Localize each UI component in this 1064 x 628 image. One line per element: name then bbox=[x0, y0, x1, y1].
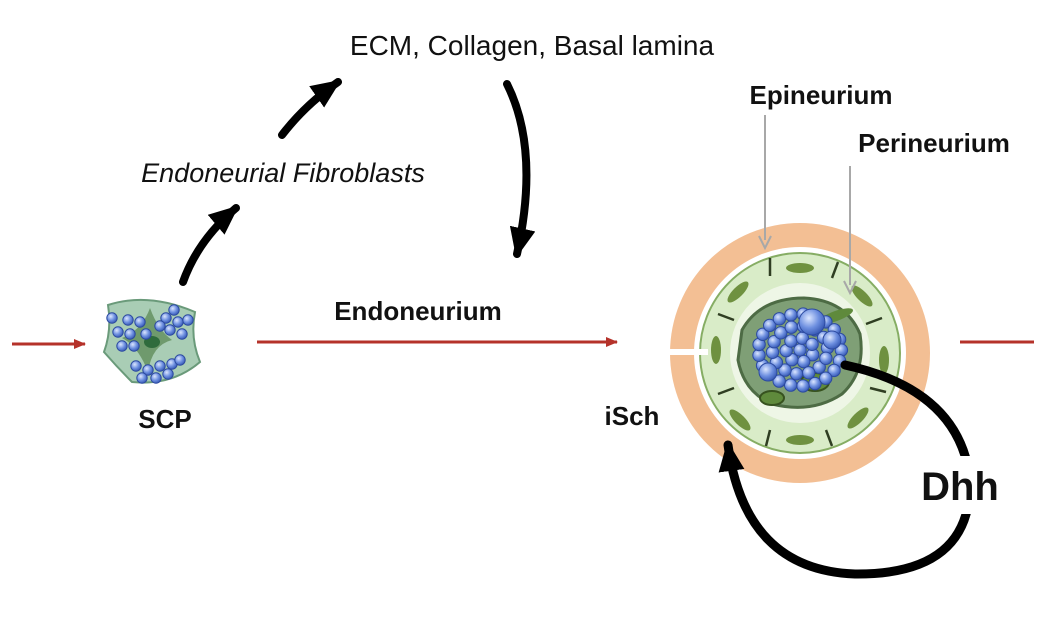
axon-dot bbox=[122, 314, 134, 326]
axon-dot bbox=[162, 368, 174, 380]
axon-dot bbox=[784, 334, 798, 348]
axon-dot bbox=[778, 363, 792, 377]
axon-dot bbox=[772, 374, 786, 388]
axon-dot bbox=[784, 320, 798, 334]
axon-dot bbox=[819, 371, 833, 385]
axon-dot bbox=[784, 378, 798, 392]
axon-dot bbox=[130, 360, 142, 372]
axon-dot bbox=[168, 304, 180, 316]
axon-dot bbox=[756, 327, 770, 341]
axon-dot bbox=[142, 364, 154, 376]
scp-label: SCP bbox=[138, 404, 191, 434]
ecm-to-endoneurium-arrow bbox=[503, 80, 536, 258]
axon-dot bbox=[136, 372, 148, 384]
axon-dot bbox=[758, 362, 778, 382]
axon-dot bbox=[116, 340, 128, 352]
axon-dot bbox=[140, 328, 152, 340]
axon-dot bbox=[176, 328, 188, 340]
endoneurium-label: Endoneurium bbox=[334, 296, 502, 326]
axon-dot bbox=[172, 316, 184, 328]
axon-dot bbox=[154, 320, 166, 332]
axon-dot bbox=[134, 316, 146, 328]
axon-dot bbox=[174, 354, 186, 366]
axon-dot bbox=[819, 351, 833, 365]
axon-dot bbox=[106, 312, 118, 324]
axon-dot bbox=[124, 328, 136, 340]
axon-dot bbox=[772, 312, 787, 326]
axon-dot bbox=[160, 312, 172, 324]
axon-bundle bbox=[752, 307, 849, 393]
dhh-feedback-arrow bbox=[718, 360, 975, 579]
axon-dot bbox=[150, 372, 162, 384]
scp-cell-cluster bbox=[102, 298, 202, 384]
axon-dot bbox=[774, 326, 788, 340]
axon-dot bbox=[763, 318, 777, 333]
ecm-label: ECM, Collagen, Basal lamina bbox=[350, 30, 715, 61]
fibroblasts-label: Endoneurial Fibroblasts bbox=[141, 158, 425, 188]
axon-dot bbox=[805, 337, 819, 351]
axon-dot bbox=[112, 326, 124, 338]
axon-dot bbox=[767, 335, 781, 349]
epineurium-label: Epineurium bbox=[749, 80, 892, 110]
axon-dot bbox=[822, 330, 842, 350]
dhh-label: Dhh bbox=[921, 465, 999, 509]
axon-dot bbox=[827, 363, 841, 378]
nerve-cross-section bbox=[668, 223, 930, 483]
axon-dot bbox=[164, 324, 176, 336]
axon-dot bbox=[796, 379, 810, 393]
leader-lines bbox=[758, 115, 857, 296]
axon-dot bbox=[802, 366, 816, 380]
axon-dot bbox=[182, 314, 194, 326]
axon-dot bbox=[789, 367, 804, 381]
fibroblast-arrows bbox=[179, 78, 342, 286]
lineage-arrows bbox=[12, 337, 1034, 349]
axon-dot bbox=[128, 340, 140, 352]
axon-dot bbox=[797, 354, 811, 369]
perineurium-label: Perineurium bbox=[858, 128, 1010, 158]
axon-dot bbox=[798, 308, 826, 336]
perineurial-cells bbox=[711, 258, 889, 447]
axon-dot bbox=[812, 360, 826, 374]
axon-dot bbox=[784, 308, 798, 322]
axon-dot bbox=[154, 360, 166, 372]
isch-label: iSch bbox=[605, 401, 660, 431]
